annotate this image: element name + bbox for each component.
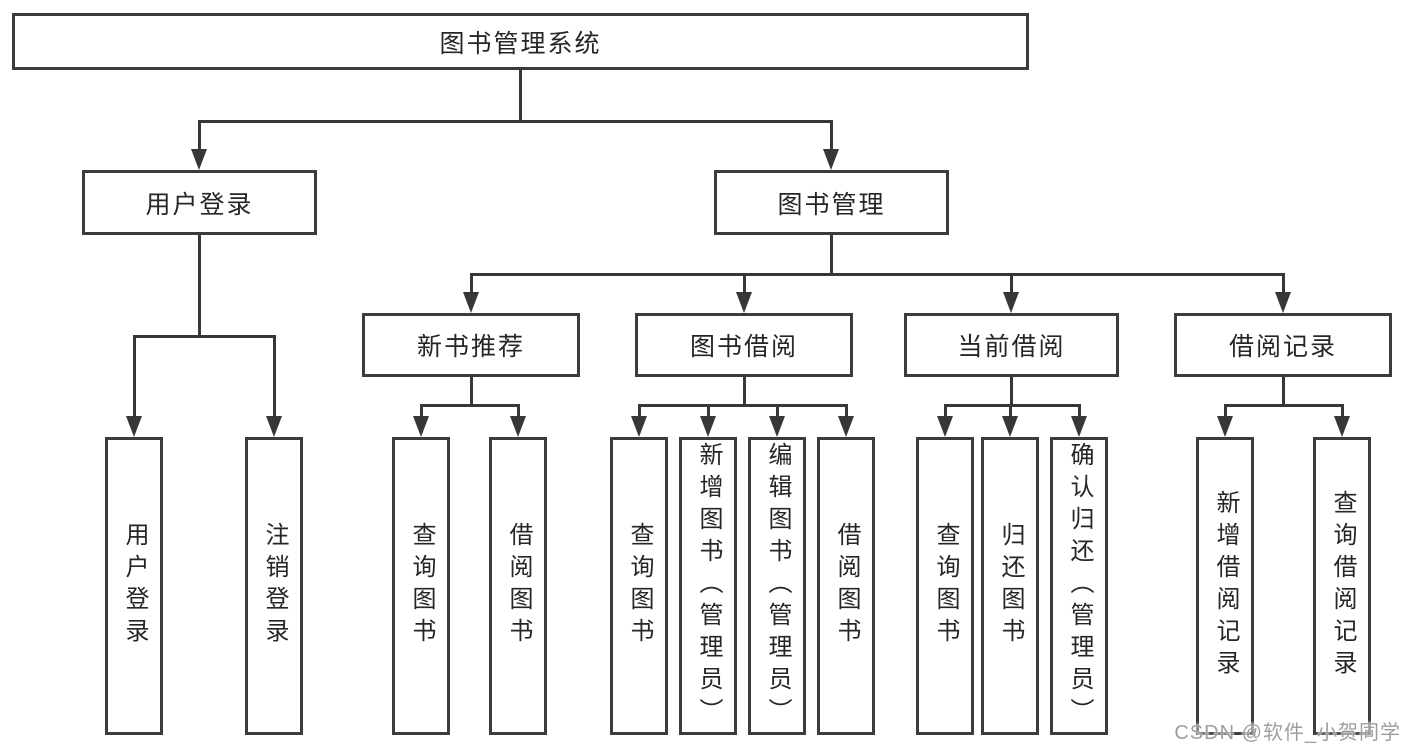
connector-stem: [743, 377, 746, 407]
connector-branch: [198, 120, 833, 123]
node-leaf-query-borrow-record: 查询借阅记录: [1313, 437, 1371, 735]
arrow-down-icon: [1002, 416, 1018, 437]
connector-stem: [198, 235, 201, 338]
node-book-borrowing: 图书借阅: [635, 313, 853, 377]
node-leaf-query-books-current: 查询图书: [916, 437, 974, 735]
arrow-down-icon: [631, 416, 647, 437]
connector-drop: [1282, 273, 1285, 294]
connector-branch: [470, 273, 1285, 276]
connector-drop: [198, 120, 201, 151]
arrow-down-icon: [769, 416, 785, 437]
node-leaf-return-books: 归还图书: [981, 437, 1039, 735]
node-leaf-query-books-borrowing: 查询图书: [610, 437, 668, 735]
node-library-management-system: 图书管理系统: [12, 13, 1029, 70]
node-new-book-recommendation: 新书推荐: [362, 313, 580, 377]
connector-branch: [944, 404, 1081, 407]
connector-drop: [776, 404, 779, 418]
arrow-down-icon: [1217, 416, 1233, 437]
connector-drop: [638, 404, 641, 418]
node-borrowing-records: 借阅记录: [1174, 313, 1392, 377]
arrow-down-icon: [191, 149, 207, 170]
arrow-down-icon: [126, 416, 142, 437]
arrow-down-icon: [413, 416, 429, 437]
connector-stem: [830, 235, 833, 276]
arrow-down-icon: [1071, 416, 1087, 437]
connector-drop: [420, 404, 423, 418]
connector-drop: [845, 404, 848, 418]
node-leaf-user-login: 用户登录: [105, 437, 163, 735]
node-current-borrowing: 当前借阅: [904, 313, 1119, 377]
node-leaf-query-books-recommend: 查询图书: [392, 437, 450, 735]
arrow-down-icon: [510, 416, 526, 437]
arrow-down-icon: [1334, 416, 1350, 437]
connector-drop: [1224, 404, 1227, 418]
node-leaf-borrow-books: 借阅图书: [817, 437, 875, 735]
arrow-down-icon: [700, 416, 716, 437]
connector-stem: [1282, 377, 1285, 407]
arrow-down-icon: [937, 416, 953, 437]
connector-stem: [1010, 377, 1013, 407]
connector-drop: [133, 335, 136, 418]
connector-drop: [1078, 404, 1081, 418]
connector-branch: [1224, 404, 1344, 407]
connector-drop: [1009, 404, 1012, 418]
arrow-down-icon: [1003, 292, 1019, 313]
arrow-down-icon: [463, 292, 479, 313]
connector-drop: [830, 120, 833, 151]
connector-stem: [470, 377, 473, 407]
connector-drop: [1341, 404, 1344, 418]
node-leaf-edit-books-admin: 编辑图书（管理员）: [748, 437, 806, 735]
node-leaf-borrow-books-recommend: 借阅图书: [489, 437, 547, 735]
arrow-down-icon: [1275, 292, 1291, 313]
node-user-login: 用户登录: [82, 170, 317, 235]
node-leaf-add-borrow-record: 新增借阅记录: [1196, 437, 1254, 735]
node-book-management: 图书管理: [714, 170, 949, 235]
connector-stem: [519, 70, 522, 123]
connector-drop: [743, 273, 746, 294]
node-leaf-logout: 注销登录: [245, 437, 303, 735]
arrow-down-icon: [266, 416, 282, 437]
arrow-down-icon: [736, 292, 752, 313]
connector-drop: [273, 335, 276, 418]
connector-drop: [944, 404, 947, 418]
connector-branch: [638, 404, 848, 407]
connector-drop: [517, 404, 520, 418]
arrow-down-icon: [838, 416, 854, 437]
connector-branch: [420, 404, 520, 407]
connector-branch: [133, 335, 276, 338]
connector-drop: [707, 404, 710, 418]
node-leaf-add-books-admin: 新增图书（管理员）: [679, 437, 737, 735]
connector-drop: [470, 273, 473, 294]
csdn-watermark: CSDN @软件_小贺同学: [1174, 722, 1401, 744]
node-leaf-confirm-return-admin: 确认归还（管理员）: [1050, 437, 1108, 735]
arrow-down-icon: [823, 149, 839, 170]
connector-drop: [1010, 273, 1013, 294]
